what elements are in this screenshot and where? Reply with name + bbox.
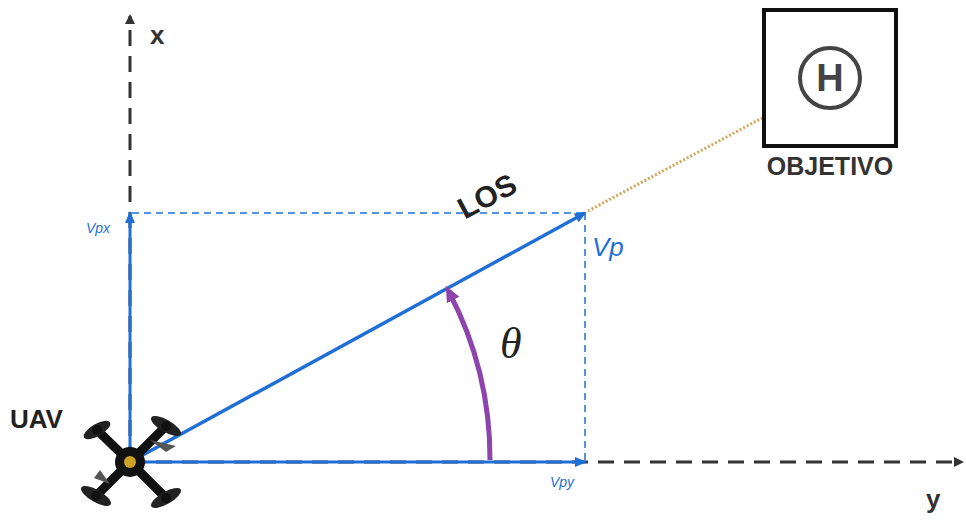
axis-label: x (150, 20, 164, 51)
helipad-circle: H (798, 46, 862, 110)
component-label: Vpx (86, 220, 110, 236)
axis-label: y (926, 484, 940, 515)
helipad-letter: H (816, 59, 843, 97)
component-label: Vpy (550, 474, 574, 490)
target-box: HOBJETIVO (762, 8, 898, 148)
vp-vector (130, 213, 585, 462)
y-axis (130, 461, 962, 464)
vector-name: LOS (452, 167, 522, 226)
projection-dash (584, 213, 586, 460)
drone-icon (78, 412, 183, 511)
target-heading: OBJETIVO (767, 154, 893, 179)
vpx-vector (129, 213, 132, 462)
target-dotted-line (588, 118, 762, 211)
x-axis (129, 16, 132, 462)
angle-symbol: θ (500, 318, 522, 369)
angle-arc (449, 292, 490, 460)
vector-label: Vp (592, 232, 624, 263)
projection-dash (132, 212, 585, 214)
vehicle-label: UAV (10, 404, 63, 435)
vpy-vector (130, 461, 585, 464)
